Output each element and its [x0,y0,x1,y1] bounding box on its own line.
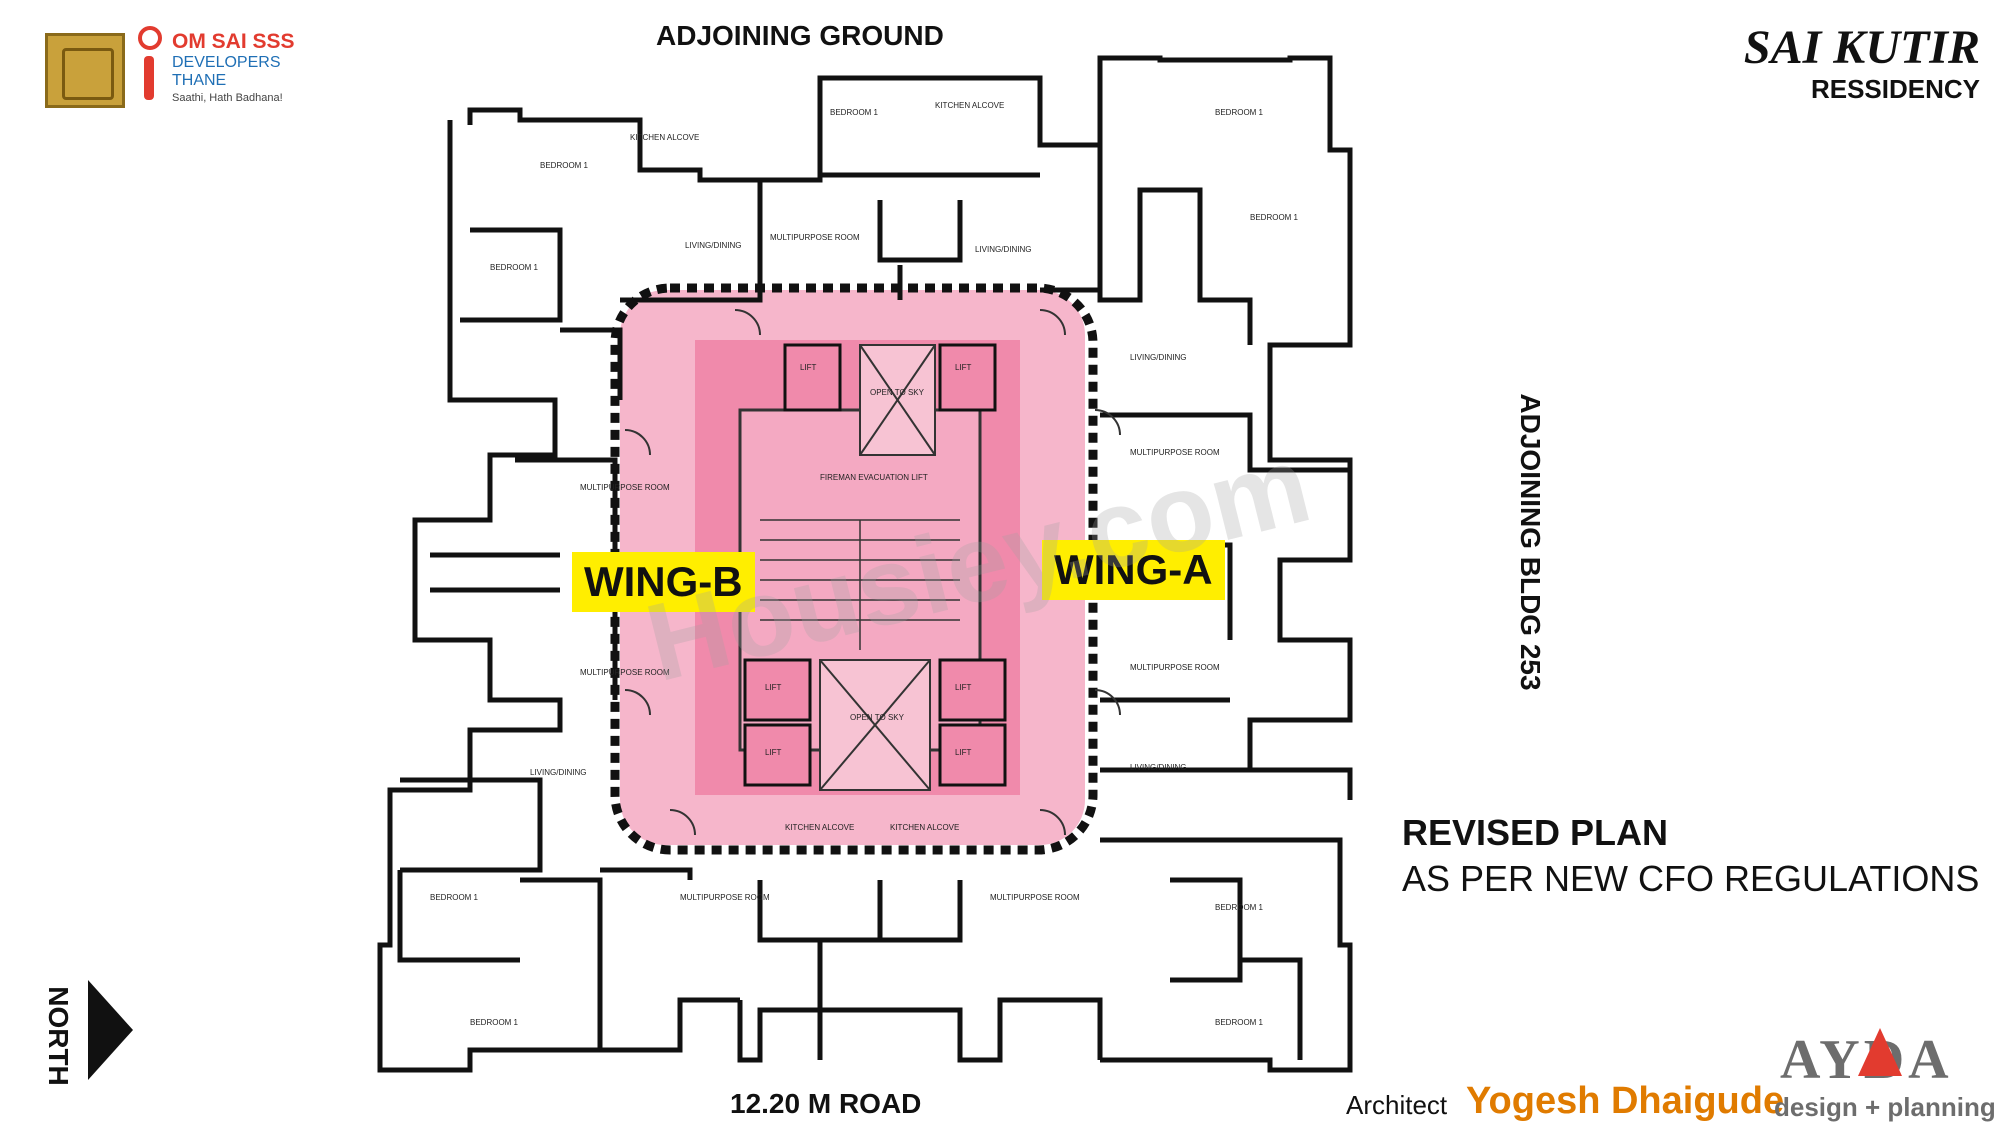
room-bedroom-a2: BEDROOM 1 [1250,213,1299,222]
room-open-1: OPEN TO SKY [870,388,925,397]
room-lift-3: LIFT [765,683,782,692]
room-multi-bottom2: MULTIPURPOSE ROOM [990,893,1080,902]
firm-logo-accent [1858,1028,1902,1076]
top-walls [760,75,1103,300]
boundary-top-label: ADJOINING GROUND [656,20,944,51]
room-bedroom-b4: BEDROOM 1 [470,1018,519,1027]
developer-emblem [45,33,125,108]
architect-label: Architect [1346,1090,1448,1120]
room-lift-1: LIFT [800,363,817,372]
room-living-b1: LIVING/DINING [685,241,741,250]
room-living-a1: LIVING/DINING [1130,353,1186,362]
project-title: SAI KUTIR [1743,21,1980,74]
room-bedroom-top: BEDROOM 1 [830,108,879,117]
firm-tagline: design + planning [1774,1092,1996,1122]
developer-name-line1: OM SAI SSS [172,30,295,53]
staircase [760,519,960,650]
room-multi-a2: MULTIPURPOSE ROOM [1130,663,1220,672]
developer-logo-mark [136,20,166,100]
developer-name-line2: DEVELOPERS [172,54,281,71]
open-shafts [819,344,936,791]
room-lift-5: LIFT [955,683,972,692]
room-lift-6: LIFT [955,748,972,757]
room-kitchen-top: KITCHEN ALCOVE [935,101,1004,110]
wing-a-label: WING-A [1042,540,1225,600]
lift-cars [743,343,1007,787]
project-subtitle: RESSIDENCY [1810,74,1980,104]
bottom-walls [737,880,1103,1063]
door-swings [624,309,1121,836]
developer-tagline: Saathi, Hath Badhana! [172,92,283,104]
boundary-bottom-label: 12.20 M ROAD [730,1088,922,1119]
plan-note-title: REVISED PLAN [1402,812,1669,853]
room-open-2: OPEN TO SKY [850,713,905,722]
room-bedroom-b1: BEDROOM 1 [540,161,589,170]
boundary-right-label: ADJOINING BLDG 253 [1515,393,1546,691]
room-living-top: LIVING/DINING [975,245,1031,254]
room-fireman-1: FIREMAN EVACUATION LIFT [820,473,928,482]
room-bedroom-a4: BEDROOM 1 [1215,1018,1264,1027]
room-bedroom-b3: BEDROOM 1 [430,893,479,902]
room-kitchen-bottom: KITCHEN ALCOVE [785,823,854,832]
room-labels: BEDROOM 1 KITCHEN ALCOVE LIVING/DINING M… [430,101,1299,1027]
room-multi-top: MULTIPURPOSE ROOM [770,233,860,242]
room-bedroom-a3: BEDROOM 1 [1215,903,1264,912]
north-label: NORTH [43,986,74,1086]
north-arrow-icon [88,980,133,1080]
room-kitchen-bottom2: KITCHEN ALCOVE [890,823,959,832]
room-bedroom-b2: BEDROOM 1 [490,263,539,272]
wing-a-walls [1040,55,1353,1073]
room-bedroom-a1: BEDROOM 1 [1215,108,1264,117]
room-multi-b2: MULTIPURPOSE ROOM [580,668,670,677]
wing-b-label: WING-B [572,552,755,612]
wing-b-walls [377,107,763,1073]
room-multi-a1: MULTIPURPOSE ROOM [1130,448,1220,457]
room-kitchen-b1: KITCHEN ALCOVE [630,133,699,142]
architect-name: Yogesh Dhaigude [1466,1080,1785,1122]
room-lift-2: LIFT [955,363,972,372]
room-multi-bottom1: MULTIPURPOSE ROOM [680,893,770,902]
room-lift-4: LIFT [765,748,782,757]
room-multi-b1: MULTIPURPOSE ROOM [580,483,670,492]
plan-note-subtitle: AS PER NEW CFO REGULATIONS [1402,858,1980,899]
room-living-a2: LIVING/DINING [1130,763,1186,772]
developer-name-line3: THANE [172,72,227,89]
room-living-b2: LIVING/DINING [530,768,586,777]
